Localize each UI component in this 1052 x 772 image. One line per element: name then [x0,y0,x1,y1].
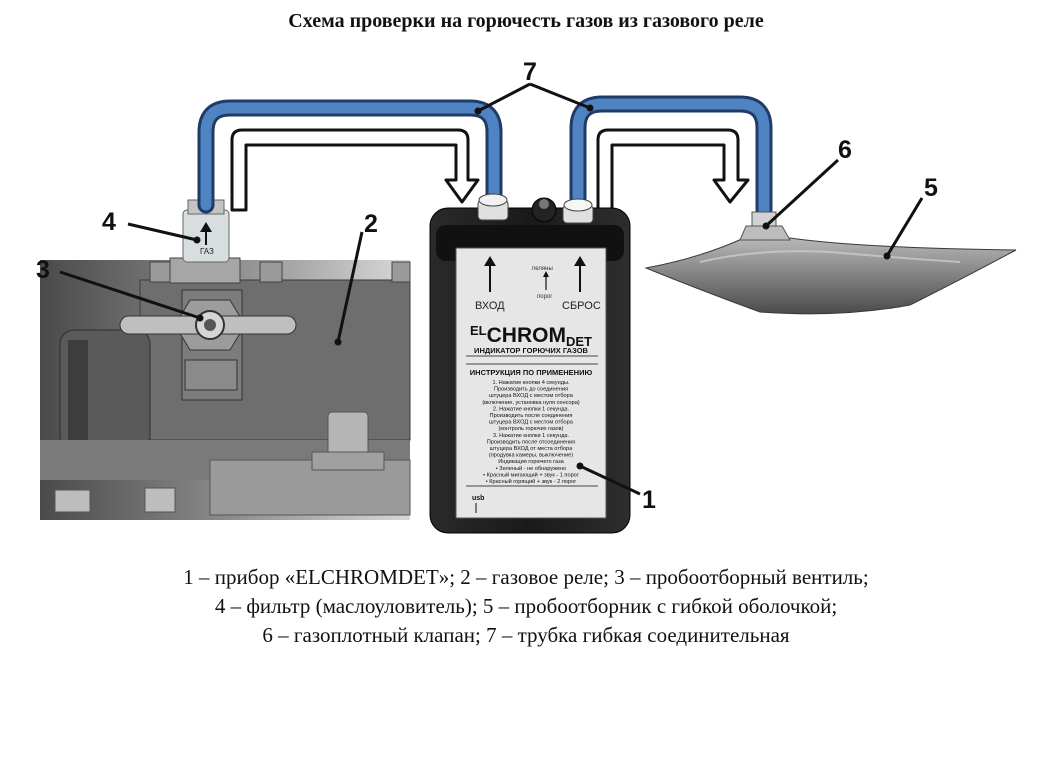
instruction-line: • Красный мигающий + звук - 1 порог [483,471,579,478]
device-inlet-label: ВХОД [475,300,505,312]
instruction-line: 1. Нажатие кнопки 4 секунды. [492,380,570,386]
oil-filter [169,199,241,284]
instruction-line: (контроль горючих газов) [499,426,564,432]
elchromdet-device [429,193,631,534]
callout-1: 1 [642,486,656,514]
device-subtitle: ИНДИКАТОР ГОРЮЧИХ ГАЗОВ [474,346,588,355]
instructions-heading: ИНСТРУКЦИЯ ПО ПРИМЕНЕНИЮ [470,368,593,377]
instructions-list: 1. Нажатие кнопки 4 секунды.Производить … [482,380,579,485]
leader-dots [193,104,891,470]
device-tiny-label-2: порог [537,294,553,300]
callout-5: 5 [924,174,938,202]
brand-prefix: EL [470,323,487,338]
usb-label: usb [472,495,484,502]
connecting-tubes [197,95,773,219]
callout-3: 3 [36,256,50,284]
callout-6: 6 [838,136,852,164]
leader-lines [59,82,924,496]
legend-line-1: 1 – прибор «ELCHROMDET»; 2 – газовое рел… [183,565,869,589]
instruction-line: • Красный горящий + звук - 2 порог [486,478,577,485]
device-brand: ELCHROMDET [470,323,592,349]
sampling-valve [119,289,297,401]
instruction-line: • Зеленый - не обнаружено [496,465,567,472]
instruction-line: 3. Нажатие кнопки 1 секунда. [493,433,570,439]
diagram-title: Схема проверки на горючесть газов из газ… [288,10,764,32]
instruction-line: 2. Нажатие кнопки 1 секунда. [493,406,570,412]
instruction-line: штуцера ВХОД с местом отбора [489,420,574,426]
instruction-line: Производить после отсоединения [487,439,575,445]
device-reset-label: СБРОС [562,300,601,312]
flow-arrow-left [230,128,480,212]
instruction-line: Индикация горючего газа [498,459,564,465]
device-tiny-label-1: пеляны [532,266,553,272]
callout-4: 4 [102,208,116,236]
callout-7: 7 [523,58,537,86]
flow-arrow-right [596,128,750,212]
instruction-line: (включение, установка нуля сенсора) [482,400,579,406]
legend: 1 – прибор «ELCHROMDET»; 2 – газовое рел… [0,563,1052,650]
instruction-line: штуцера ВХОД с местом отбора [489,393,574,399]
instruction-line: штуцера ВХОД от места отбора [490,446,574,452]
diagram-illustration: ГАЗ ВХОД СБРОС пеляны [40,82,1017,534]
brand-main: CHROM [487,324,566,347]
instruction-line: Производить до соединения [494,387,568,393]
filter-label: ГАЗ [200,247,214,256]
instruction-line: Производить после соединения [490,413,573,419]
callout-2: 2 [364,210,378,238]
instruction-line: (продувка камеры, выключение) [489,453,573,459]
brand-suffix: DET [566,334,592,349]
legend-line-3: 6 – газоплотный клапан; 7 – трубка гибка… [262,623,790,647]
sampling-bag [644,237,1017,315]
legend-line-2: 4 – фильтр (маслоуловитель); 5 – пробоот… [214,594,838,618]
